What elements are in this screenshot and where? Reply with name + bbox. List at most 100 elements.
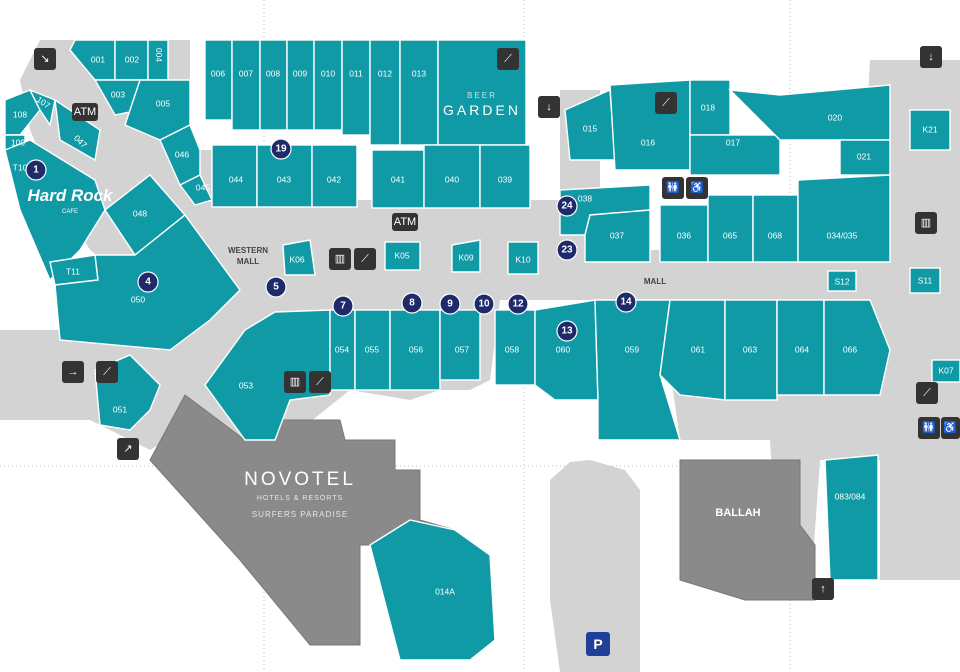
arrow-down-icon-2[interactable]: ↓ bbox=[920, 46, 942, 68]
svg-text:⟋: ⟋ bbox=[103, 366, 111, 378]
escalator-icon[interactable]: ⟋ bbox=[497, 48, 519, 70]
shop-034[interactable] bbox=[797, 174, 891, 263]
label-005: 005 bbox=[156, 98, 170, 108]
pin-1[interactable]: 1 bbox=[25, 159, 47, 181]
label-020: 020 bbox=[828, 112, 842, 122]
shop-107[interactable] bbox=[28, 88, 56, 127]
lift-icon[interactable]: ▥ bbox=[329, 248, 351, 270]
pin-7[interactable]: 7 bbox=[332, 295, 354, 317]
shop-056[interactable] bbox=[389, 309, 441, 391]
shop-057[interactable] bbox=[439, 309, 481, 381]
label-057: 057 bbox=[455, 344, 469, 354]
svg-text:4: 4 bbox=[145, 277, 151, 288]
shop-014A[interactable] bbox=[369, 519, 496, 661]
shop-S11[interactable] bbox=[909, 267, 941, 294]
shop-017[interactable] bbox=[689, 134, 781, 176]
shop-K07[interactable] bbox=[931, 359, 960, 383]
pin-19[interactable]: 19 bbox=[270, 138, 292, 160]
shop-012[interactable] bbox=[369, 39, 401, 146]
shop-016[interactable] bbox=[609, 79, 691, 171]
accessible-icon-2[interactable]: ♿ bbox=[941, 417, 960, 439]
label-014A: 014A bbox=[435, 586, 455, 596]
pin-14[interactable]: 14 bbox=[615, 291, 637, 313]
shop-K05[interactable] bbox=[384, 241, 421, 271]
shop-046[interactable] bbox=[159, 124, 201, 186]
pin-12[interactable]: 12 bbox=[507, 293, 529, 315]
label-015: 015 bbox=[583, 123, 597, 133]
label-046: 046 bbox=[175, 149, 189, 159]
shop-083[interactable] bbox=[824, 454, 879, 581]
shop-008[interactable] bbox=[259, 39, 288, 131]
shop-065[interactable] bbox=[707, 194, 754, 263]
pin-8[interactable]: 8 bbox=[401, 292, 423, 314]
shop-007[interactable] bbox=[231, 39, 261, 131]
pin-23[interactable]: 23 bbox=[556, 239, 578, 261]
arrow-right-icon[interactable]: → bbox=[62, 361, 84, 383]
shop-018[interactable] bbox=[689, 79, 731, 136]
shop-063[interactable] bbox=[724, 299, 778, 401]
shop-068[interactable] bbox=[752, 194, 799, 263]
shop-040[interactable] bbox=[423, 144, 481, 209]
pin-5[interactable]: 5 bbox=[265, 276, 287, 298]
atm-icon[interactable]: ATM bbox=[72, 103, 98, 121]
shop-K06[interactable] bbox=[282, 239, 316, 276]
shop-044[interactable] bbox=[211, 144, 258, 208]
shop-039[interactable] bbox=[479, 144, 531, 209]
pin-13[interactable]: 13 bbox=[556, 320, 578, 342]
parking-icon[interactable]: P bbox=[586, 632, 610, 656]
pin-9[interactable]: 9 bbox=[439, 293, 461, 315]
escalator-icon-2[interactable]: ⟋ bbox=[655, 92, 677, 114]
shop-108[interactable] bbox=[4, 89, 41, 136]
shop-041[interactable] bbox=[371, 149, 425, 209]
label-004: 004 bbox=[154, 48, 164, 62]
shop-S12[interactable] bbox=[827, 270, 857, 292]
escalator-icon-4[interactable]: ⟋ bbox=[96, 361, 118, 383]
label-041: 041 bbox=[391, 174, 405, 184]
shop-009[interactable] bbox=[286, 39, 315, 131]
shop-037[interactable] bbox=[584, 209, 651, 263]
pins: 1 4 5 7 8 9 10 12 13 14 19 23 24 bbox=[25, 138, 637, 342]
arrow-down-icon[interactable]: ↓ bbox=[538, 96, 560, 118]
svg-text:▥: ▥ bbox=[290, 376, 300, 388]
shop-006[interactable] bbox=[204, 39, 233, 121]
svg-text:🚻: 🚻 bbox=[666, 181, 680, 194]
lift-icon-3[interactable]: ▥ bbox=[915, 212, 937, 234]
ballah-label: BALLAH bbox=[715, 507, 760, 519]
pin-10[interactable]: 10 bbox=[473, 293, 495, 315]
shop-020[interactable] bbox=[728, 84, 891, 141]
shop-036[interactable] bbox=[659, 204, 709, 263]
accessible-icon[interactable]: ♿ bbox=[686, 177, 708, 199]
arrow-se-icon[interactable]: ↘ bbox=[34, 48, 56, 70]
arrow-up-icon[interactable]: ↑ bbox=[812, 578, 834, 600]
shop-K10[interactable] bbox=[507, 241, 539, 275]
label-037: 037 bbox=[610, 230, 624, 240]
shop-011[interactable] bbox=[341, 39, 371, 136]
shop-060[interactable] bbox=[534, 299, 599, 401]
escalator-icon-6[interactable]: ⟋ bbox=[916, 382, 938, 404]
label-108: 108 bbox=[13, 109, 27, 119]
shop-021[interactable] bbox=[839, 139, 891, 176]
toilets-icon[interactable]: 🚻 bbox=[662, 177, 684, 199]
escalator-icon-5[interactable]: ⟋ bbox=[309, 371, 331, 393]
svg-text:↓: ↓ bbox=[928, 51, 934, 63]
escalator-icon-3[interactable]: ⟋ bbox=[354, 248, 376, 270]
arrow-ne-icon[interactable]: ↗ bbox=[117, 438, 139, 460]
shop-053[interactable] bbox=[204, 309, 331, 441]
atm-icon-2[interactable]: ATM bbox=[392, 213, 418, 231]
pin-4[interactable]: 4 bbox=[137, 271, 159, 293]
svg-text:24: 24 bbox=[561, 201, 573, 212]
shop-054[interactable] bbox=[329, 309, 356, 391]
pin-24[interactable]: 24 bbox=[556, 195, 578, 217]
shop-010[interactable] bbox=[313, 39, 343, 131]
shop-K21[interactable] bbox=[909, 109, 951, 151]
shop-013[interactable] bbox=[399, 39, 439, 146]
label-K09: K09 bbox=[458, 252, 473, 262]
shop-055[interactable] bbox=[354, 309, 391, 391]
label-040: 040 bbox=[445, 174, 459, 184]
shop-042[interactable] bbox=[311, 144, 358, 208]
shop-K09[interactable] bbox=[451, 239, 481, 273]
shop-061[interactable] bbox=[659, 299, 726, 401]
toilets-icon-2[interactable]: 🚻 bbox=[918, 417, 940, 439]
lift-icon-2[interactable]: ▥ bbox=[284, 371, 306, 393]
shop-066[interactable] bbox=[823, 299, 891, 396]
